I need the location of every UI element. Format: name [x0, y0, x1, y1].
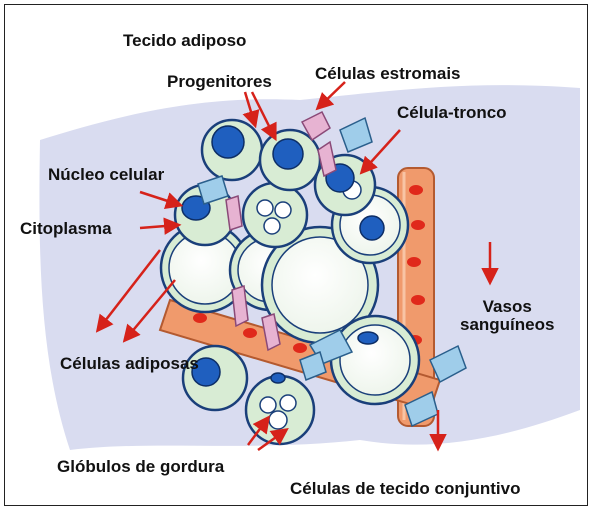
label-vasos-line1: Vasos: [460, 298, 554, 316]
diagram-title: Tecido adiposo: [123, 32, 246, 50]
label-vasos-sanguineos: Vasos sanguíneos: [460, 298, 554, 334]
label-progenitores: Progenitores: [167, 73, 272, 91]
label-celulas-estromais: Células estromais: [315, 65, 461, 83]
label-vasos-line2: sanguíneos: [460, 316, 554, 334]
label-citoplasma: Citoplasma: [20, 220, 112, 238]
label-nucleo-celular: Núcleo celular: [48, 166, 164, 184]
label-celula-tronco: Célula-tronco: [397, 104, 507, 122]
label-tecido-conjuntivo: Células de tecido conjuntivo: [290, 480, 520, 498]
label-globulos-gordura: Glóbulos de gordura: [57, 458, 224, 476]
label-celulas-adiposas: Células adiposas: [60, 355, 199, 373]
